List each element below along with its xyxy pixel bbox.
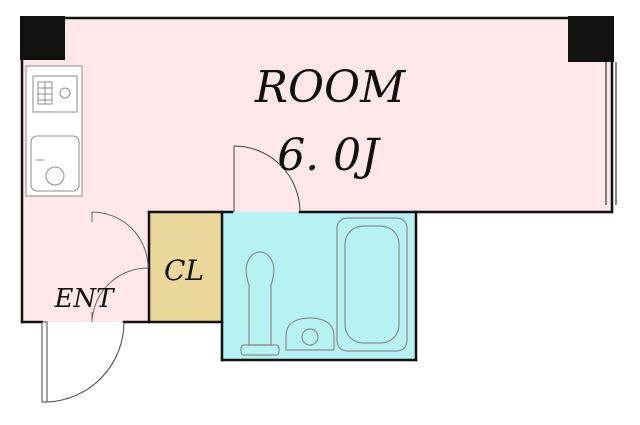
entrance-inner-door	[91, 211, 149, 323]
closet-label: CL	[164, 254, 204, 287]
kitchen-counter	[25, 65, 83, 197]
room-size-label: 6. 0J	[277, 130, 381, 181]
toilet-icon	[240, 251, 280, 356]
washbasin-icon	[285, 317, 335, 351]
window-right	[605, 62, 617, 205]
entrance-door	[41, 321, 125, 403]
stove-icon	[32, 75, 78, 113]
closet-fill	[149, 212, 222, 322]
pillar-top-left	[20, 16, 65, 60]
pillar-top-right	[568, 16, 614, 62]
bathtub-icon	[336, 217, 408, 352]
door-swing-icon	[233, 145, 301, 213]
bath-fill	[222, 212, 416, 360]
walls	[20, 16, 614, 362]
entrance-label: ENT	[53, 284, 115, 314]
room-name-label: ROOM	[254, 62, 406, 113]
sink-icon	[30, 135, 80, 192]
